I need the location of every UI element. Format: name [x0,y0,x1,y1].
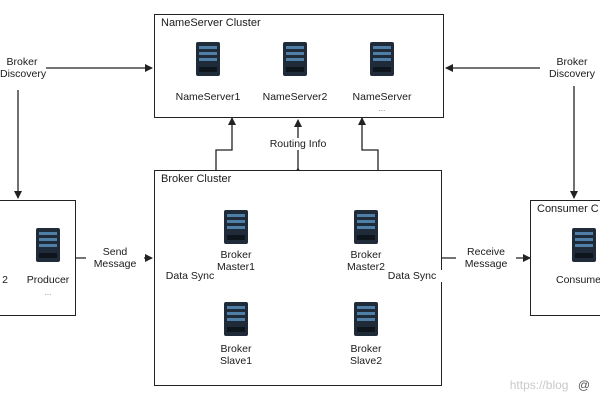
broker-discovery-left-label: Broker Discovery [0,56,47,80]
consumer-server-icon [572,228,596,262]
broker-master2-label: Broker Master2 [336,249,396,273]
broker-discovery-left-line2: Discovery [0,68,47,80]
broker-slave2-server-icon [354,302,378,336]
nameserver2-label: NameServer2 [262,91,328,103]
routing-info-label: Routing Info [256,138,340,150]
broker-discovery-right-line2: Discovery [548,68,596,80]
broker-slave2-label-line1: Broker [350,343,382,355]
routing-arrow-left [212,117,236,177]
receive-message-label: Receive Message [456,246,516,270]
broker-cluster-title: Broker Cluster [161,173,232,185]
broker-master2-label-line2: Master2 [347,261,385,273]
broker-slave1-server-icon [224,302,248,336]
nameserver3-label: NameServer [352,91,412,103]
broker-slave1-label-line1: Broker [220,343,252,355]
nameserver1-label: NameServer1 [175,91,241,103]
broker-master1-server-icon [224,210,248,244]
data-sync-left-label: Data Sync [160,270,220,282]
receive-message-line1: Receive [467,246,505,258]
broker-master1-label: Broker Master1 [206,249,266,273]
nameserver1-server-icon [196,42,220,76]
broker-discovery-right-label: Broker Discovery [544,56,600,80]
send-message-line1: Send [102,246,128,258]
broker-master1-label-line1: Broker [220,249,252,261]
routing-arrow-right [358,117,382,177]
broker-slave2-label: Broker Slave2 [336,343,396,367]
producer-label: Producer [26,274,70,286]
watermark-mark: @ [577,378,590,392]
producer-prefix-label: 2 [2,274,8,286]
broker-master2-label-line1: Broker [350,249,382,261]
broker-slave2-label-line2: Slave2 [349,355,383,367]
send-message-line2: Message [93,258,137,270]
broker-discovery-right-line1: Broker [556,56,588,68]
send-message-label: Send Message [86,246,144,270]
data-sync-right-label: Data Sync [382,270,442,282]
watermark: https://blog @ [510,378,590,392]
broker-master2-server-icon [354,210,378,244]
broker-master1-label-line2: Master1 [217,261,255,273]
producer-server-icon [36,228,60,262]
nameserver3-server-icon [370,42,394,76]
receive-message-line2: Message [464,258,508,270]
producer-ellipsis: ... [44,288,52,297]
broker-slave1-label: Broker Slave1 [206,343,266,367]
nameserver3-ellipsis: ... [378,104,386,113]
nameserver2-server-icon [283,42,307,76]
watermark-text: https://blog [509,378,569,392]
consumer-label: Consumer [556,274,600,286]
consumer-cluster-title: Consumer C [537,203,599,215]
nameserver-cluster-title: NameServer Cluster [161,17,261,29]
broker-discovery-left-line1: Broker [6,56,38,68]
broker-slave1-label-line2: Slave1 [219,355,253,367]
